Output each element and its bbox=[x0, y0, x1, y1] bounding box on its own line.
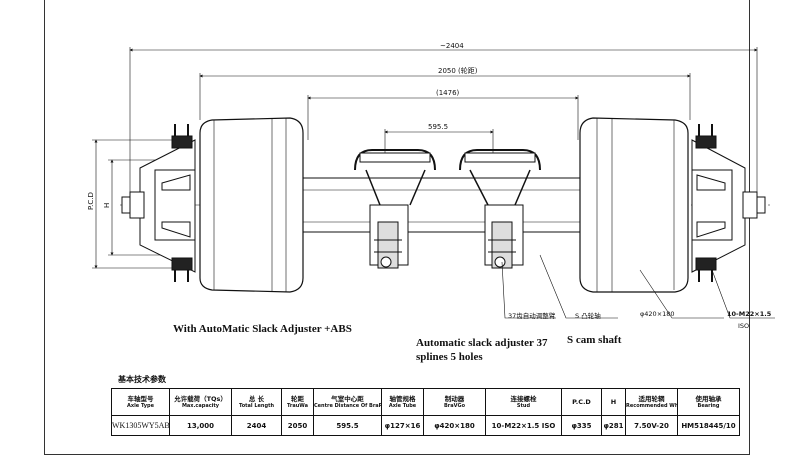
specs-title: 基本技术参数 bbox=[118, 375, 166, 384]
spec-cell: 595.5 bbox=[313, 415, 382, 436]
dim-pcd: P.C.D bbox=[87, 192, 95, 210]
spec-cell: 10-M22×1.5 ISO bbox=[485, 415, 562, 436]
spec-cell: 13,000 bbox=[169, 415, 232, 436]
spec-cell: φ127×16 bbox=[381, 415, 424, 436]
spec-cell: HM518445/10 bbox=[677, 415, 740, 436]
spec-header-cell: 允许载荷（TQs）Max.capacity bbox=[169, 388, 232, 416]
spec-header-cell: H bbox=[601, 388, 626, 416]
dimension-lines bbox=[92, 47, 758, 269]
spec-cell: φ281 bbox=[601, 415, 626, 436]
spec-header-en: Centre Distance Of BraRUm Chamber bbox=[314, 403, 381, 409]
right-brake-drum bbox=[579, 117, 689, 293]
callout-slack-adjuster-cn: 37齿自动调整臂 bbox=[508, 312, 556, 320]
spec-cell: 2050 bbox=[281, 415, 314, 436]
spec-header-cn: 制动器 bbox=[444, 395, 465, 403]
spec-header-en: H bbox=[610, 398, 617, 406]
spec-header-en: BraVGo bbox=[443, 403, 466, 409]
dim-inner-span: (1476) bbox=[436, 89, 460, 97]
spec-header-cn: 连接螺栓 bbox=[510, 395, 537, 403]
dim-track: 2050 (轮距) bbox=[438, 66, 478, 75]
spec-header-en: Recommended Wheel bbox=[626, 403, 678, 409]
spec-header-en: TrauWa bbox=[287, 403, 308, 409]
dim-overall-length: ~2404 bbox=[440, 42, 464, 50]
spec-header-en: Total Length bbox=[238, 403, 275, 409]
note-slack-adjuster: Automatic slack adjuster 37 splines 5 ho… bbox=[416, 337, 548, 363]
note-s-cam: S cam shaft bbox=[567, 334, 622, 346]
callout-drum-size: φ420×180 bbox=[640, 310, 675, 318]
spec-header-cell: P.C.D bbox=[561, 388, 602, 416]
spec-header-cn: 车轴型号 bbox=[127, 395, 154, 403]
spec-header-en: P.C.D bbox=[572, 398, 591, 406]
spec-cell: 7.50V-20 bbox=[625, 415, 678, 436]
spec-header-cn: 适用轮辋 bbox=[638, 395, 665, 403]
left-slack-adjuster bbox=[354, 149, 436, 269]
spec-header-cn: 允许载荷（TQs） bbox=[174, 395, 227, 403]
callout-stud: 10-M22×1.5 bbox=[727, 310, 772, 318]
right-hub bbox=[691, 124, 766, 282]
spec-cell: φ335 bbox=[561, 415, 602, 436]
left-brake-drum bbox=[199, 117, 304, 293]
spec-header-cn: 使用轴承 bbox=[695, 395, 722, 403]
spec-header-cn: 轴管规格 bbox=[389, 395, 416, 403]
note-abs: With AutoMatic Slack Adjuster +ABS bbox=[173, 323, 352, 335]
callout-s-cam-cn: S 凸轮轴 bbox=[575, 312, 601, 320]
spec-header-cn: 轮距 bbox=[291, 395, 304, 403]
spec-header-en: Stud bbox=[516, 403, 531, 409]
spec-header-cn: 总 长 bbox=[248, 395, 265, 403]
dim-h: H bbox=[103, 203, 111, 208]
callout-stud-std: ISO bbox=[738, 322, 750, 330]
spec-header-cn: 气室中心距 bbox=[331, 395, 364, 403]
spec-cell: 2404 bbox=[231, 415, 282, 436]
spec-cell: φ420×180 bbox=[423, 415, 486, 436]
spec-header-en: Max.capacity bbox=[181, 403, 220, 409]
drawing-frame bbox=[44, 0, 750, 455]
spec-cell: WK1305WY5AB bbox=[111, 415, 170, 436]
spec-header-en: Axle Type bbox=[127, 403, 154, 409]
spec-header-en: Axle Tube bbox=[388, 403, 417, 409]
dim-brake-centre: 595.5 bbox=[428, 123, 448, 131]
spec-header-en: Bearing bbox=[697, 403, 720, 409]
left-hub bbox=[121, 124, 196, 282]
leader-lines bbox=[501, 254, 775, 319]
right-slack-adjuster bbox=[459, 149, 541, 269]
axle-tube bbox=[289, 177, 591, 233]
